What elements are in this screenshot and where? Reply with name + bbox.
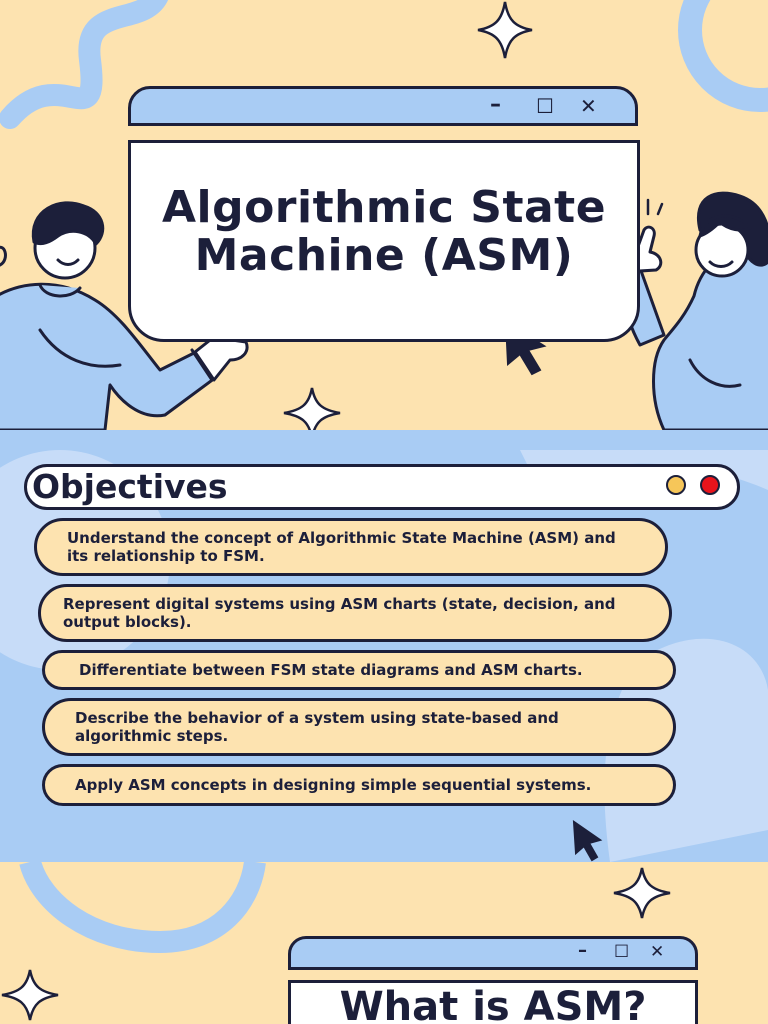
objective-text: Describe the behavior of a system using … <box>75 709 559 745</box>
close-icon[interactable]: ✕ <box>650 942 665 962</box>
wavy-line-decoration <box>0 0 168 129</box>
close-icon[interactable]: ✕ <box>580 94 597 118</box>
objective-item: Differentiate between FSM state diagrams… <box>42 650 676 690</box>
window-title-bar <box>128 86 638 126</box>
girl-illustration <box>617 191 768 430</box>
boy-illustration <box>0 201 250 430</box>
sparkle-icon <box>283 387 341 430</box>
window-title-bar <box>288 936 698 970</box>
objective-item: Apply ASM concepts in designing simple s… <box>42 764 676 806</box>
objective-text: Understand the concept of Algorithmic St… <box>67 529 616 565</box>
slide-what-is-asm: – ☐ ✕ What is ASM? <box>0 862 768 1024</box>
objective-text: Represent digital systems using ASM char… <box>63 595 616 631</box>
slide-objectives: Objectives Understand the concept of Alg… <box>0 430 768 862</box>
slide3-decorations <box>1 862 671 1021</box>
cursor-icon <box>572 820 603 862</box>
slide-title-text: Algorithmic State Machine (ASM) <box>161 182 607 281</box>
sparkle-icon <box>477 1 533 59</box>
slide1-decorations <box>0 0 768 430</box>
sparkle-icon <box>1 969 59 1021</box>
objectives-header-bar <box>24 464 740 510</box>
sparkle-icon <box>613 867 671 919</box>
minimize-icon[interactable]: – <box>490 92 501 117</box>
red-dot-icon <box>700 475 720 495</box>
objective-item: Understand the concept of Algorithmic St… <box>34 518 668 576</box>
objective-text: Apply ASM concepts in designing simple s… <box>75 776 592 794</box>
minimize-icon[interactable]: – <box>578 940 587 961</box>
slide-title-text: What is ASM? <box>339 984 647 1024</box>
maximize-icon[interactable]: ☐ <box>536 94 554 118</box>
objectives-heading: Objectives <box>32 467 228 506</box>
maximize-icon[interactable]: ☐ <box>614 942 630 962</box>
circle-ring-decoration <box>678 0 768 112</box>
window-body <box>288 980 698 1024</box>
yellow-dot-icon <box>666 475 686 495</box>
slide-title: – ☐ ✕ Algorithmic State Machine (ASM) <box>0 0 768 430</box>
objective-text: Differentiate between FSM state diagrams… <box>79 661 583 679</box>
window-body <box>128 140 640 342</box>
objective-item: Represent digital systems using ASM char… <box>38 584 672 642</box>
objective-item: Describe the behavior of a system using … <box>42 698 676 756</box>
